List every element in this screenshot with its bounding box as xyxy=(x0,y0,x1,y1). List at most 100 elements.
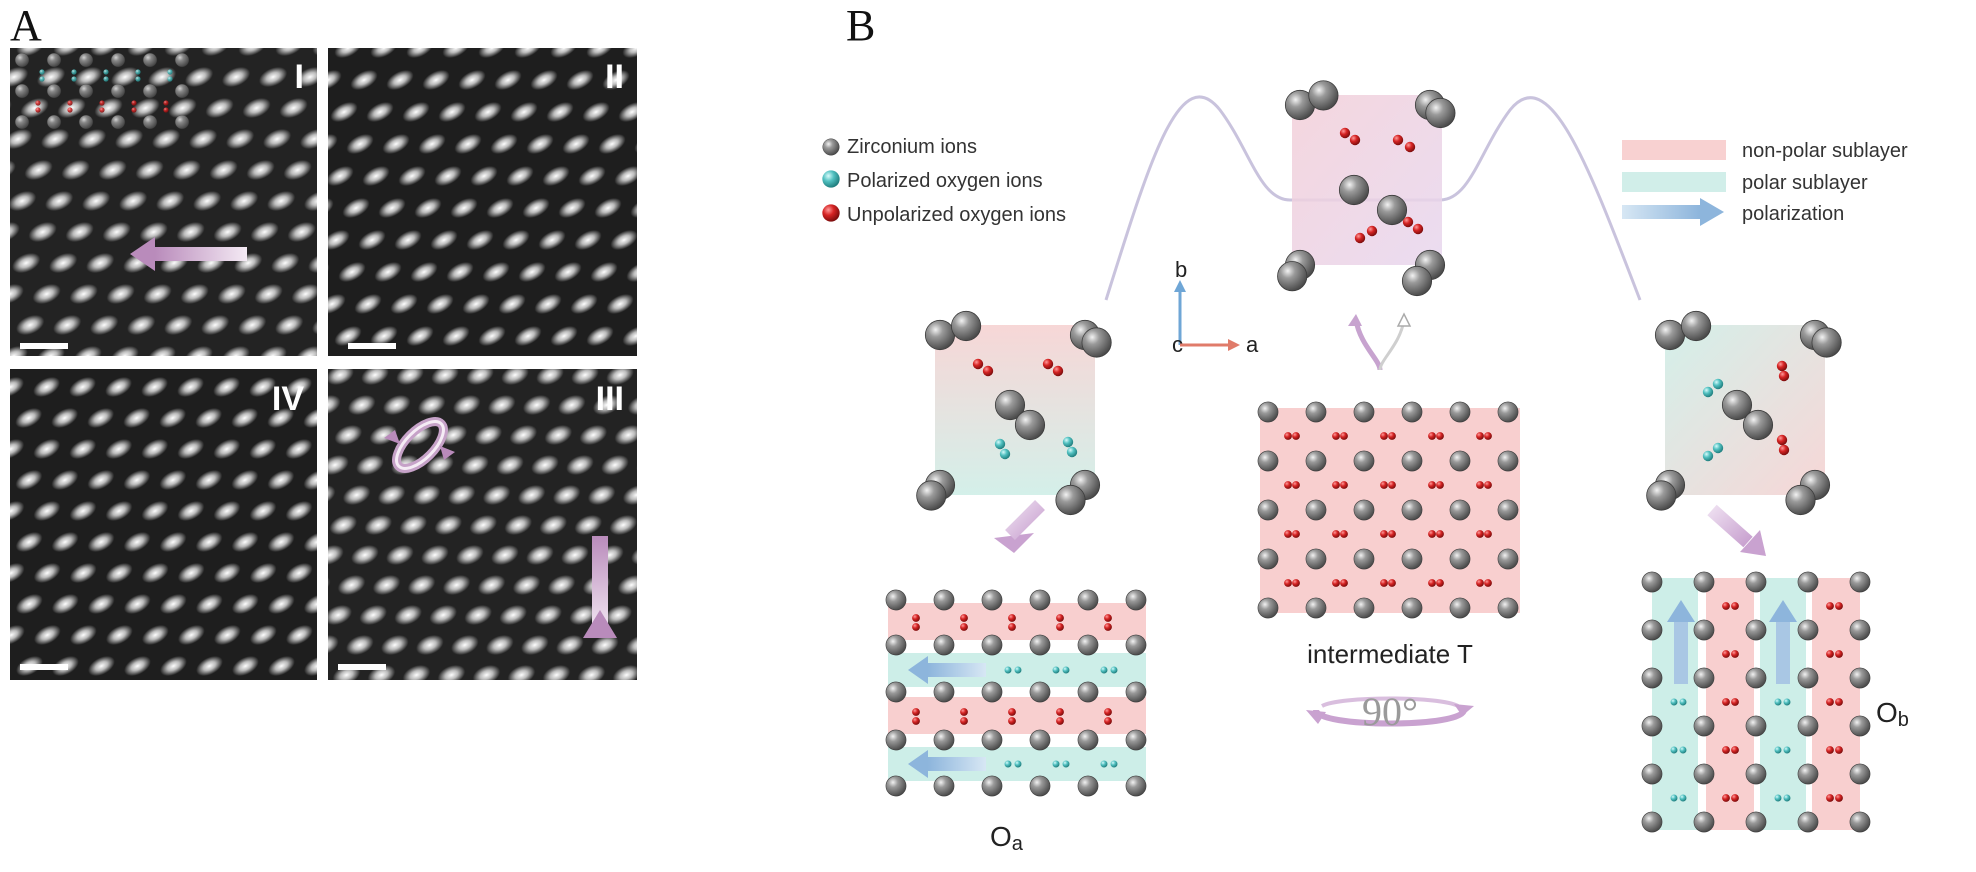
o-teal-atom xyxy=(1670,746,1678,754)
o-red-atom xyxy=(1731,650,1739,658)
o-red-atom xyxy=(1380,481,1388,489)
zr-atom xyxy=(1693,811,1715,833)
rotation-90-indicator: 90° xyxy=(1306,689,1474,734)
o-red-atom xyxy=(1284,530,1292,538)
o-red-atom xyxy=(1778,370,1790,382)
inset-o-teal xyxy=(71,69,77,75)
o-red-atom xyxy=(1436,530,1444,538)
o-red-atom xyxy=(1826,602,1834,610)
inset-o-teal xyxy=(39,69,45,75)
zr-atom xyxy=(1497,401,1519,423)
zr-atom xyxy=(1641,619,1663,641)
quadrant-i-image xyxy=(10,48,317,356)
inset-zr-atom xyxy=(142,114,158,130)
oa-lattice xyxy=(885,589,1147,797)
zr-atom xyxy=(1849,571,1871,593)
o-teal-atom xyxy=(1110,760,1118,768)
o-red-atom xyxy=(1436,432,1444,440)
intermediate-t-lattice xyxy=(1257,401,1520,619)
o-red-atom xyxy=(1056,717,1064,725)
legend-nonpolar: non-polar sublayer xyxy=(1742,140,1908,162)
o-red-atom xyxy=(972,358,984,370)
zr-atom xyxy=(1646,480,1677,511)
zr-atom xyxy=(1797,619,1819,641)
oa-polarization-arrows xyxy=(908,656,986,778)
inset-zr-atom xyxy=(78,52,94,68)
zr-atom xyxy=(951,310,982,342)
o-red-atom xyxy=(1340,530,1348,538)
right-unit-cell xyxy=(1646,310,1842,516)
o-red-atom xyxy=(1008,614,1016,622)
o-red-atom xyxy=(1722,794,1730,802)
scale-bar-i xyxy=(20,343,68,349)
zr-atom xyxy=(1353,499,1375,521)
o-red-atom xyxy=(1008,717,1016,725)
inset-o-teal xyxy=(167,76,173,82)
legend-polarization: polarization xyxy=(1742,203,1844,225)
legend-polarization-arrow xyxy=(1622,198,1724,226)
o-red-atom xyxy=(1284,432,1292,440)
zr-atom xyxy=(1745,571,1767,593)
zr-atom xyxy=(1401,401,1423,423)
o-red-atom xyxy=(1835,794,1843,802)
zr-atom xyxy=(1811,327,1842,358)
inset-o-teal xyxy=(71,76,77,82)
inset-o-teal xyxy=(103,76,109,82)
zr-atom xyxy=(981,775,1003,797)
o-teal-atom xyxy=(1014,666,1022,674)
zr-atom xyxy=(1693,715,1715,737)
o-red-atom xyxy=(1056,708,1064,716)
o-red-atom xyxy=(1339,127,1351,139)
zr-atom xyxy=(1797,811,1819,833)
o-red-atom xyxy=(1388,530,1396,538)
zr-atom xyxy=(1077,634,1099,656)
o-red-atom xyxy=(1402,216,1414,228)
o-red-atom xyxy=(1380,432,1388,440)
o-red-atom xyxy=(1428,481,1436,489)
legend-zirconium: Zirconium ions xyxy=(822,136,977,158)
axis-c-label: c xyxy=(1172,332,1183,357)
quadrant-iv-image xyxy=(10,369,317,680)
o-red-atom xyxy=(1835,650,1843,658)
o-teal-atom xyxy=(1712,378,1724,390)
zr-atom xyxy=(1641,811,1663,833)
inset-zr-atom xyxy=(142,83,158,99)
zr-atom xyxy=(1077,589,1099,611)
zr-atom xyxy=(1353,548,1375,570)
stem-image-grid xyxy=(10,48,637,680)
zr-atom xyxy=(1305,450,1327,472)
zr-atom xyxy=(1125,775,1147,797)
o-red-atom xyxy=(1476,579,1484,587)
zr-atom xyxy=(1745,667,1767,689)
o-red-atom xyxy=(982,365,994,377)
inset-zr-atom xyxy=(110,114,126,130)
o-red-atom xyxy=(1826,698,1834,706)
zr-atom xyxy=(1693,667,1715,689)
o-teal-atom xyxy=(1712,442,1724,454)
o-red-atom xyxy=(1042,358,1054,370)
axes-indicator: b c a xyxy=(1172,257,1259,357)
zr-atom xyxy=(1497,597,1519,619)
zr-atom xyxy=(1305,401,1327,423)
inset-zr-atom xyxy=(142,52,158,68)
inset-o-red xyxy=(67,107,73,113)
o-red-atom xyxy=(1052,365,1064,377)
ob-label: Ob xyxy=(1876,697,1909,731)
inset-zr-atom xyxy=(78,114,94,130)
o-red-atom xyxy=(912,708,920,716)
zr-atom xyxy=(1353,450,1375,472)
quadrant-i-arrow xyxy=(130,237,247,271)
zr-atom xyxy=(1014,409,1046,441)
o-red-atom xyxy=(1292,579,1300,587)
rotation-cycle-icon xyxy=(384,417,455,473)
inset-zr-atom xyxy=(110,83,126,99)
zr-atom xyxy=(1797,667,1819,689)
inset-o-teal xyxy=(103,69,109,75)
ob-polarization-arrows xyxy=(1667,600,1797,684)
zr-atom xyxy=(1338,174,1370,206)
zr-atom xyxy=(1353,401,1375,423)
o-red-atom xyxy=(1388,579,1396,587)
zr-atom xyxy=(1277,261,1308,292)
inset-o-red xyxy=(35,100,41,106)
